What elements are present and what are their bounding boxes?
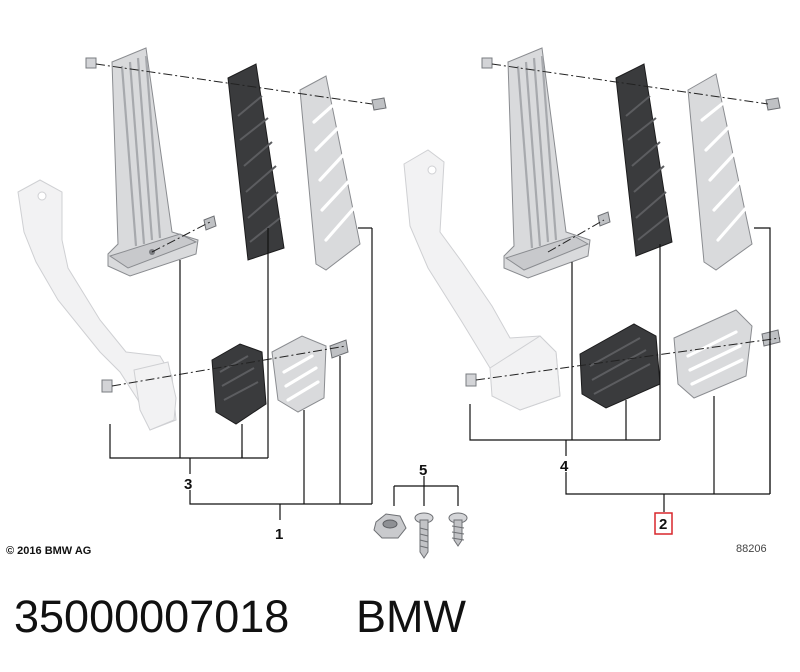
- brake-sport-cover: [673, 309, 753, 399]
- screw-top-left: [371, 97, 387, 111]
- accelerator-sport-cover: [687, 73, 753, 271]
- accelerator-rubber-pad: [227, 63, 285, 261]
- hardware-set: [373, 476, 468, 559]
- tapping-screw: [448, 512, 468, 547]
- accelerator-sport-cover: [299, 75, 361, 271]
- brake-rubber-pad: [211, 343, 267, 425]
- caption-brand: BMW: [356, 591, 467, 642]
- right-assembly: [403, 47, 781, 512]
- left-assembly: [17, 47, 387, 520]
- callout-5: 5: [419, 462, 427, 479]
- countersunk-screw: [414, 512, 434, 559]
- callout-2-highlight: [654, 512, 673, 535]
- brake-sport-cover: [271, 335, 327, 413]
- accelerator-pedal-body: [107, 47, 199, 277]
- accelerator-pedal-body: [503, 47, 591, 279]
- caption-part-number: 35000007018: [14, 591, 289, 642]
- callout-2[interactable]: 2: [659, 516, 667, 533]
- copyright-text: © 2016 BMW AG: [6, 545, 91, 557]
- brake-pedal-plate: [489, 335, 561, 411]
- callout-1: 1: [275, 526, 283, 543]
- callout-4: 4: [560, 458, 569, 475]
- callout-3: 3: [184, 476, 192, 493]
- brake-pedal-plate: [133, 361, 177, 431]
- accelerator-rubber-pad: [615, 63, 673, 257]
- drawing-number: 88206: [736, 543, 767, 555]
